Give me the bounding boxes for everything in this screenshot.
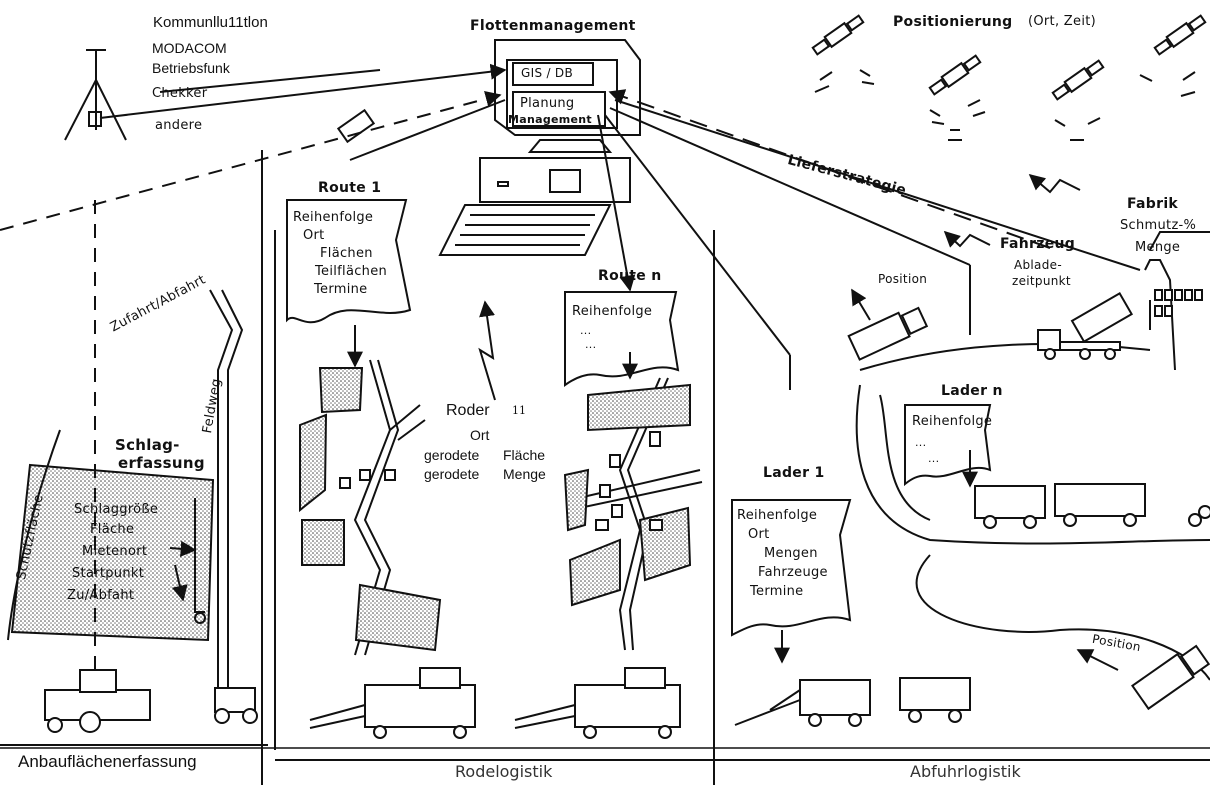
footer-rodelogistik: Rodelogistik xyxy=(455,762,553,781)
fabrik-schmutz: Schmutz-% xyxy=(1120,218,1197,233)
schlag-title-2: erfassung xyxy=(118,454,205,472)
route1-item: Reihenfolge xyxy=(293,210,374,225)
fahrzeug-zeitpunkt: zeitpunkt xyxy=(1012,274,1071,288)
comm-chekker: Chekker xyxy=(152,86,208,101)
comm-andere: andere xyxy=(155,118,203,133)
route1-title: Route 1 xyxy=(318,180,382,196)
roder-gerodete: gerodete xyxy=(424,447,480,463)
comm-title: Kommunllu11tlon xyxy=(153,14,268,31)
lader1-item: Mengen xyxy=(764,546,818,561)
computer-icon xyxy=(438,39,641,256)
vehicle-icons xyxy=(44,288,1210,739)
schlag-item: Fläche xyxy=(90,522,135,537)
fabrik-title: Fabrik xyxy=(1127,196,1179,212)
ladern-item: Reihenfolge xyxy=(912,414,993,429)
comm-modacom: MODACOM xyxy=(152,40,227,56)
routen-title: Route n xyxy=(598,268,662,284)
comm-betriebsfunk: Betriebsfunk xyxy=(152,60,230,76)
positionierung-sub: (Ort, Zeit) xyxy=(1028,14,1096,29)
roder-gerodete: gerodete xyxy=(424,466,480,482)
route1-item: Teilflächen xyxy=(315,264,388,279)
lader1-title: Lader 1 xyxy=(763,465,825,481)
schlag-item: Schlaggröße xyxy=(74,502,159,517)
routen-item: Reihenfolge xyxy=(572,304,653,319)
routen-item: ... xyxy=(580,324,592,337)
ladern-item: ... xyxy=(928,452,940,465)
footer-anbau: Anbauflächenerfassung xyxy=(18,752,197,771)
keyboard-icon xyxy=(438,204,612,256)
gis-db-label: GIS / DB xyxy=(521,66,573,80)
roder-ort: Ort xyxy=(470,427,490,443)
lader1-item: Termine xyxy=(750,584,804,599)
schlag-title: Schlag- xyxy=(115,436,180,454)
roder-menge: Menge xyxy=(503,466,546,482)
lader1-item: Reihenfolge xyxy=(737,508,818,523)
schlag-item: Startpunkt xyxy=(72,566,145,581)
schlag-item: Mietenort xyxy=(82,544,148,559)
ladern-note xyxy=(904,404,992,487)
lader1-item: Fahrzeuge xyxy=(758,565,828,580)
roder-flaeche: Fläche xyxy=(503,447,546,463)
fabrik-menge: Menge xyxy=(1135,240,1181,255)
routen-note xyxy=(564,291,680,387)
roder-title: Roder xyxy=(446,402,490,419)
planung-label: Planung xyxy=(520,96,575,111)
flotten-title: Flottenmanagement xyxy=(470,18,636,34)
fahrzeug-title: Fahrzeug xyxy=(1000,236,1076,252)
route1-item: Flächen xyxy=(320,246,373,261)
ladern-item: ... xyxy=(915,436,927,449)
position-label-top: Position xyxy=(878,272,928,286)
schlag-item: Zu/Abfaht xyxy=(67,588,135,603)
antenna-icon xyxy=(64,49,127,141)
route1-item: Ort xyxy=(303,228,325,243)
management-label: Management xyxy=(508,113,592,126)
lader1-item: Ort xyxy=(748,527,770,542)
fahrzeug-ablade: Ablade- xyxy=(1014,258,1062,272)
routen-item: ... xyxy=(585,338,597,351)
route1-item: Termine xyxy=(314,282,368,297)
ladern-title: Lader n xyxy=(941,383,1003,399)
footer-abfuhrlogistik: Abfuhrlogistik xyxy=(910,762,1021,781)
route1-note xyxy=(286,199,412,324)
positionierung-title: Positionierung xyxy=(893,14,1013,30)
lader1-note xyxy=(731,499,852,637)
handheld-device-icon xyxy=(336,108,376,144)
satellite-icons xyxy=(811,14,1207,141)
roder-mark: 11 xyxy=(512,404,526,417)
